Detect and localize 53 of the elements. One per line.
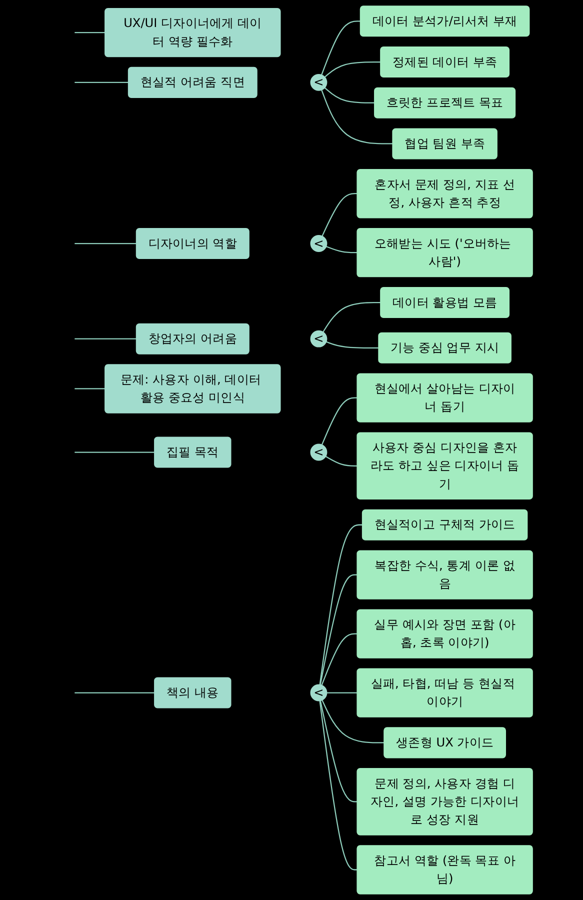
node-box xyxy=(356,768,533,836)
node-box xyxy=(392,128,498,160)
connector xyxy=(326,692,358,694)
connector xyxy=(74,388,105,390)
node-box xyxy=(360,6,530,37)
node-box xyxy=(356,169,533,218)
node-circle xyxy=(310,684,328,702)
connector xyxy=(321,20,360,76)
node-box xyxy=(384,727,506,758)
connector xyxy=(74,338,136,340)
connector xyxy=(320,700,358,802)
node-box xyxy=(154,677,232,708)
node-box xyxy=(356,432,533,500)
node-box xyxy=(356,373,533,422)
connector xyxy=(319,700,358,870)
node-box xyxy=(374,87,516,118)
connector xyxy=(324,61,380,78)
node-box xyxy=(136,228,250,260)
connector xyxy=(74,452,154,453)
node-box xyxy=(380,287,510,318)
node-box xyxy=(362,509,528,540)
connector xyxy=(322,700,384,744)
connector xyxy=(321,90,393,144)
node-box xyxy=(356,550,533,600)
node-box xyxy=(378,332,512,364)
connector xyxy=(324,87,374,104)
connector xyxy=(321,633,358,686)
connector xyxy=(322,302,380,332)
node-box xyxy=(136,323,250,354)
connector xyxy=(74,692,154,694)
connector xyxy=(74,242,136,244)
connector xyxy=(321,397,358,446)
connector xyxy=(74,32,105,34)
node-box xyxy=(356,228,533,278)
connector xyxy=(326,246,358,254)
node-box xyxy=(154,436,232,468)
connector xyxy=(320,574,358,685)
node-box xyxy=(356,609,533,658)
connector xyxy=(326,341,379,348)
connector xyxy=(325,456,358,466)
node-box xyxy=(104,8,281,58)
connector xyxy=(322,193,358,236)
node-box xyxy=(356,668,533,718)
connector xyxy=(74,82,128,83)
node-box xyxy=(380,46,510,78)
node-circle xyxy=(310,330,328,348)
node-circle xyxy=(310,444,328,461)
node-box xyxy=(128,66,258,98)
node-box xyxy=(104,364,281,414)
connector xyxy=(319,524,362,685)
node-box xyxy=(356,845,533,894)
node-circle xyxy=(310,74,328,91)
node-circle xyxy=(310,235,328,252)
